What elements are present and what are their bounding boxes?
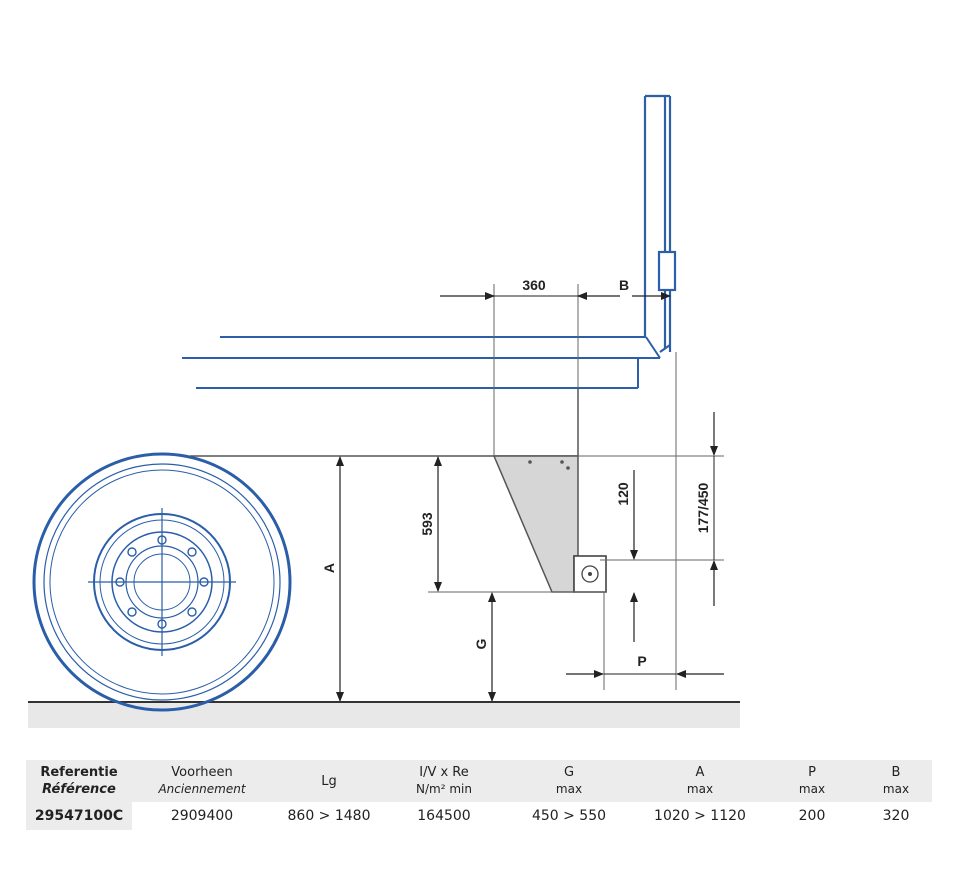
cell-previous: 2909400 (170, 808, 234, 824)
underrun-bracket (492, 455, 607, 593)
dim-593-label: 593 (419, 512, 435, 536)
wheel (32, 452, 292, 712)
dim-120-label: 120 (615, 482, 631, 506)
cell-b: 320 (882, 808, 910, 824)
rear-post (643, 94, 677, 353)
cell-a: 1020 > 1120 (654, 808, 746, 824)
chassis-frame (182, 336, 661, 389)
table-row: 29547100C 2909400 860 > 1480 164500 450 … (26, 802, 932, 830)
cell-p: 200 (798, 808, 826, 824)
cell-reference: 29547100C (26, 802, 132, 830)
dim-177-450-label: 177/450 (695, 482, 711, 533)
cell-lg: 860 > 1480 (287, 808, 371, 824)
technical-drawing: 360 B A 593 G 120 177/450 P (28, 94, 740, 728)
ground-shadow (28, 702, 740, 728)
cell-iv-re: 164500 (417, 808, 471, 824)
dim-p-label: P (637, 653, 646, 669)
header-lg: Lg (272, 760, 386, 802)
dim-360-label: 360 (522, 277, 546, 293)
dim-a-label: A (321, 563, 337, 573)
dim-b-label: B (619, 277, 629, 293)
dim-g-label: G (473, 638, 489, 649)
cell-g: 450 > 550 (531, 808, 607, 824)
